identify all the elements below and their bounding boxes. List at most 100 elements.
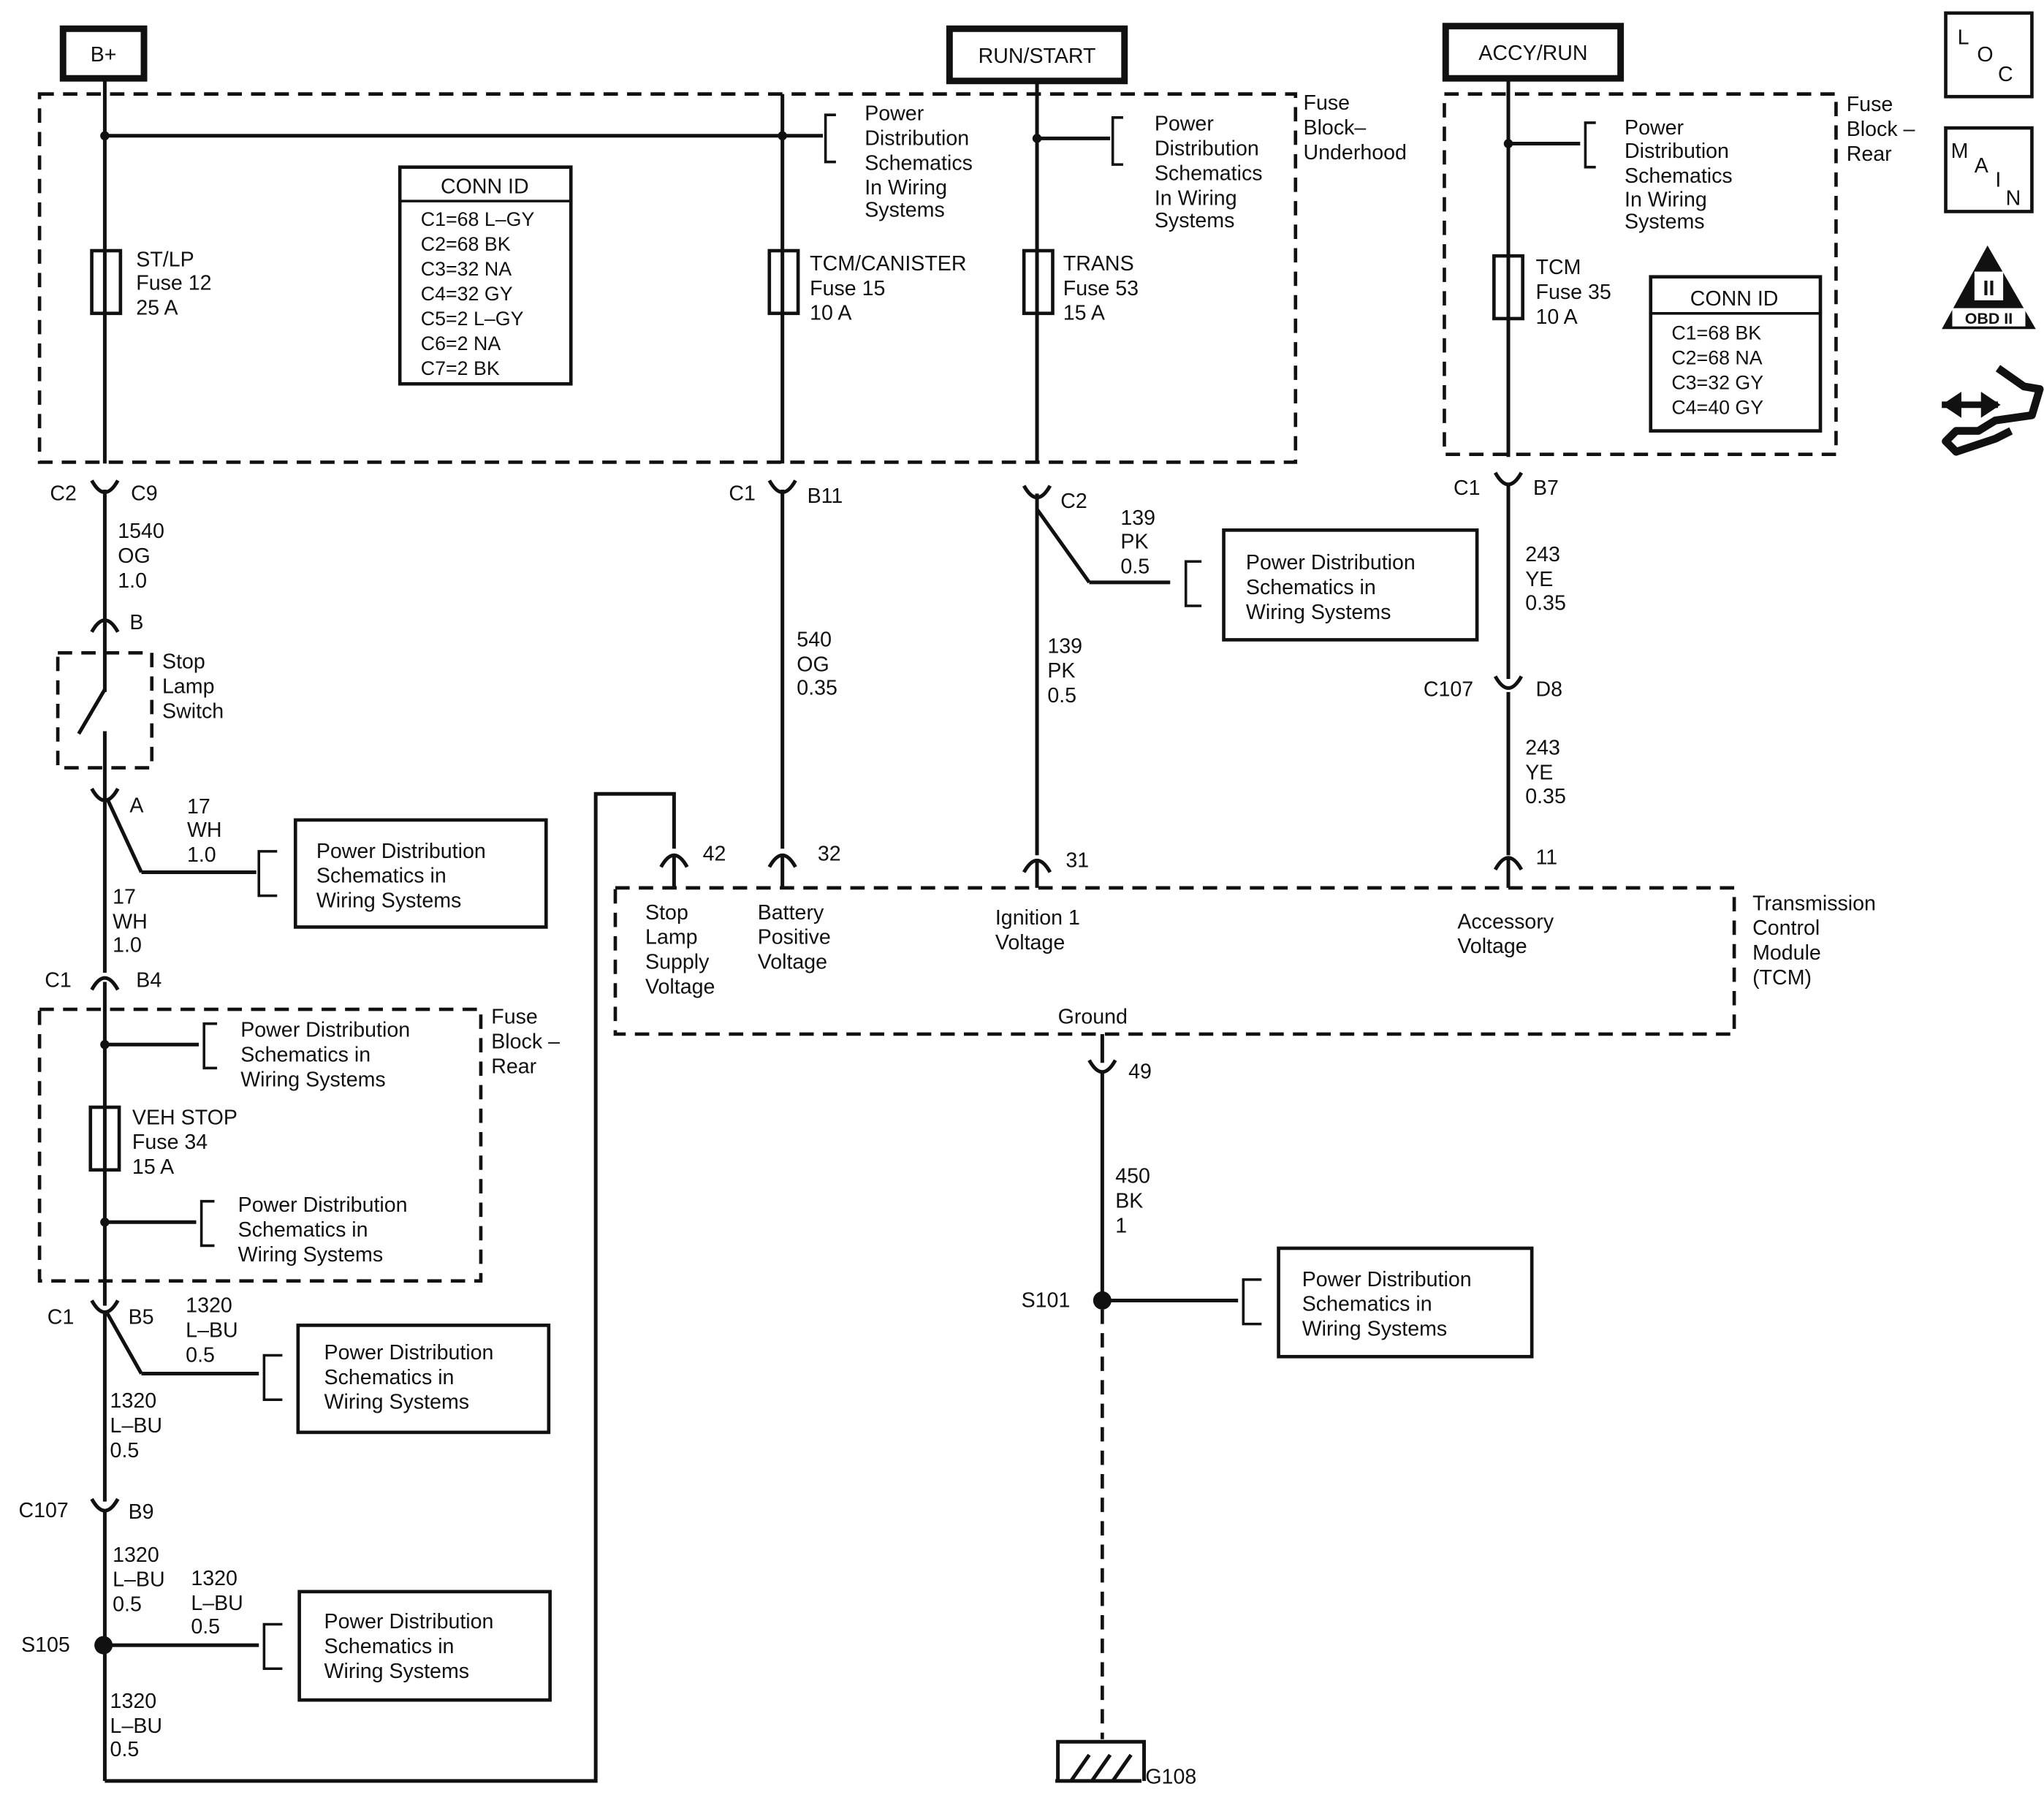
svg-text:1.0: 1.0: [118, 569, 147, 593]
svg-text:Distribution: Distribution: [865, 126, 969, 150]
svg-text:Fuse 12: Fuse 12: [136, 272, 211, 295]
svg-text:L: L: [1958, 26, 1969, 50]
svg-text:243: 243: [1525, 737, 1560, 760]
svg-text:C107: C107: [19, 1499, 69, 1522]
svg-text:Power Distribution: Power Distribution: [238, 1193, 408, 1217]
svg-text:Lamp: Lamp: [162, 675, 214, 699]
wire-17: 17 WH 1.0: [113, 885, 148, 957]
svg-text:CONN ID: CONN ID: [441, 175, 529, 198]
svg-text:Systems: Systems: [1625, 210, 1705, 234]
svg-text:C7=2 BK: C7=2 BK: [421, 357, 500, 379]
svg-text:1320: 1320: [186, 1294, 232, 1318]
svg-text:Battery: Battery: [758, 901, 824, 925]
svg-text:Fuse 53: Fuse 53: [1063, 277, 1139, 300]
svg-text:Control: Control: [1752, 916, 1820, 940]
pds-ref-rear-top: Power Distribution Schematics In Wiring …: [1625, 116, 1733, 234]
tcm-pin-42: 42 Stop Lamp Supply Voltage: [645, 842, 726, 998]
svg-text:C2: C2: [50, 482, 77, 505]
svg-text:Supply: Supply: [645, 951, 710, 974]
svg-text:Power: Power: [865, 102, 924, 125]
svg-text:Positive: Positive: [758, 926, 831, 949]
svg-text:Schematics in: Schematics in: [324, 1635, 455, 1658]
svg-text:Schematics in: Schematics in: [240, 1043, 371, 1066]
pds-box-s101: Power Distribution Schematics in Wiring …: [1277, 1246, 1534, 1359]
wire-1540: 1540 OG 1.0: [118, 520, 164, 593]
svg-text:1540: 1540: [118, 520, 164, 543]
svg-text:PK: PK: [1047, 659, 1075, 683]
svg-text:540: 540: [797, 628, 832, 651]
svg-text:0.5: 0.5: [113, 1593, 142, 1617]
connector-c1-b7: C1 B7: [1454, 471, 1559, 500]
svg-text:C1: C1: [45, 969, 72, 992]
svg-text:139: 139: [1120, 506, 1155, 530]
svg-text:17: 17: [187, 795, 210, 819]
svg-text:450: 450: [1115, 1165, 1150, 1188]
svg-text:S105: S105: [21, 1633, 70, 1657]
svg-text:Power Distribution: Power Distribution: [316, 840, 486, 863]
svg-text:C1: C1: [48, 1306, 75, 1329]
svg-text:Schematics: Schematics: [1625, 164, 1733, 188]
svg-text:Voltage: Voltage: [1457, 935, 1527, 958]
svg-text:Fuse 35: Fuse 35: [1536, 281, 1611, 304]
fuse-tcm: TCM Fuse 35 10 A: [1492, 254, 1611, 329]
svg-text:Fuse 15: Fuse 15: [810, 277, 885, 300]
svg-text:Lamp: Lamp: [645, 926, 697, 949]
svg-text:243: 243: [1525, 543, 1560, 566]
loc-icon: L O C: [1944, 11, 2034, 99]
svg-text:C2: C2: [1060, 490, 1087, 513]
svg-text:C2=68 NA: C2=68 NA: [1671, 346, 1762, 368]
svg-text:Wiring Systems: Wiring Systems: [240, 1068, 385, 1091]
svg-text:139: 139: [1047, 634, 1082, 658]
svg-text:Switch: Switch: [162, 700, 224, 724]
svg-text:Power Distribution: Power Distribution: [240, 1019, 410, 1042]
svg-text:YE: YE: [1525, 762, 1553, 785]
svg-text:C107: C107: [1424, 677, 1473, 701]
pds-box-b5: Power Distribution Schematics in Wiring …: [296, 1324, 551, 1435]
wire-1320-c: 1320 L–BU 0.5: [191, 1567, 243, 1639]
svg-text:Block–: Block–: [1304, 116, 1367, 140]
supply-accy-run-label: ACCY/RUN: [1478, 42, 1587, 65]
svg-text:Distribution: Distribution: [1155, 137, 1259, 161]
svg-text:1320: 1320: [110, 1389, 157, 1413]
svg-text:C1: C1: [1454, 477, 1481, 500]
svg-text:Schematics in: Schematics in: [238, 1218, 368, 1242]
svg-text:C9: C9: [131, 482, 158, 505]
svg-text:C: C: [1998, 63, 2013, 86]
svg-text:L–BU: L–BU: [110, 1715, 163, 1738]
svg-text:A: A: [129, 794, 143, 817]
svg-text:L–BU: L–BU: [113, 1568, 165, 1592]
conn-id-table-rear: CONN ID C1=68 BK C2=68 NA C3=32 GY C4=40…: [1649, 275, 1823, 433]
svg-text:TCM: TCM: [1536, 256, 1581, 279]
svg-text:Wiring Systems: Wiring Systems: [1302, 1318, 1447, 1341]
svg-text:Schematics: Schematics: [865, 151, 973, 175]
svg-text:Ground: Ground: [1058, 1006, 1128, 1029]
wire-1320-a: 1320 L–BU 0.5: [110, 1389, 163, 1462]
svg-text:0.5: 0.5: [186, 1343, 215, 1367]
conn-id-table-underhood: CONN ID C1=68 L–GY C2=68 BK C3=32 NA C4=…: [398, 165, 573, 386]
pds-box-s105: Power Distribution Schematics in Wiring …: [297, 1590, 552, 1702]
svg-text:CONN ID: CONN ID: [1690, 287, 1779, 311]
svg-text:Wiring Systems: Wiring Systems: [316, 889, 461, 913]
svg-text:Wiring Systems: Wiring Systems: [1246, 601, 1391, 624]
wire-243-upper: 243 YE 0.35: [1525, 543, 1566, 615]
svg-text:G108: G108: [1145, 1765, 1196, 1788]
svg-text:Schematics in: Schematics in: [316, 865, 447, 888]
svg-text:OG: OG: [118, 544, 150, 568]
wire-139-branch: 139 PK 0.5: [1120, 506, 1155, 578]
svg-text:11: 11: [1536, 846, 1558, 870]
svg-text:Systems: Systems: [865, 199, 945, 222]
svg-text:0.35: 0.35: [1525, 591, 1566, 615]
svg-text:Fuse: Fuse: [1847, 93, 1893, 116]
svg-text:Power: Power: [1625, 116, 1684, 140]
svg-text:25 A: 25 A: [136, 297, 178, 320]
svg-text:1.0: 1.0: [187, 843, 216, 867]
pds-ref-underhood-1: Power Distribution Schematics In Wiring …: [865, 102, 973, 221]
svg-text:B11: B11: [808, 485, 843, 508]
svg-text:PK: PK: [1120, 530, 1148, 553]
wire-450: 450 BK 1: [1115, 1165, 1150, 1238]
fuse-block-underhood: Fuse Block– Underhood: [37, 91, 1407, 464]
wire-1320-b: 1320 L–BU 0.5: [113, 1544, 165, 1617]
svg-text:Wiring Systems: Wiring Systems: [324, 1660, 469, 1683]
pds-ref-rear-bottom-2: Power Distribution Schematics in Wiring …: [238, 1193, 408, 1267]
